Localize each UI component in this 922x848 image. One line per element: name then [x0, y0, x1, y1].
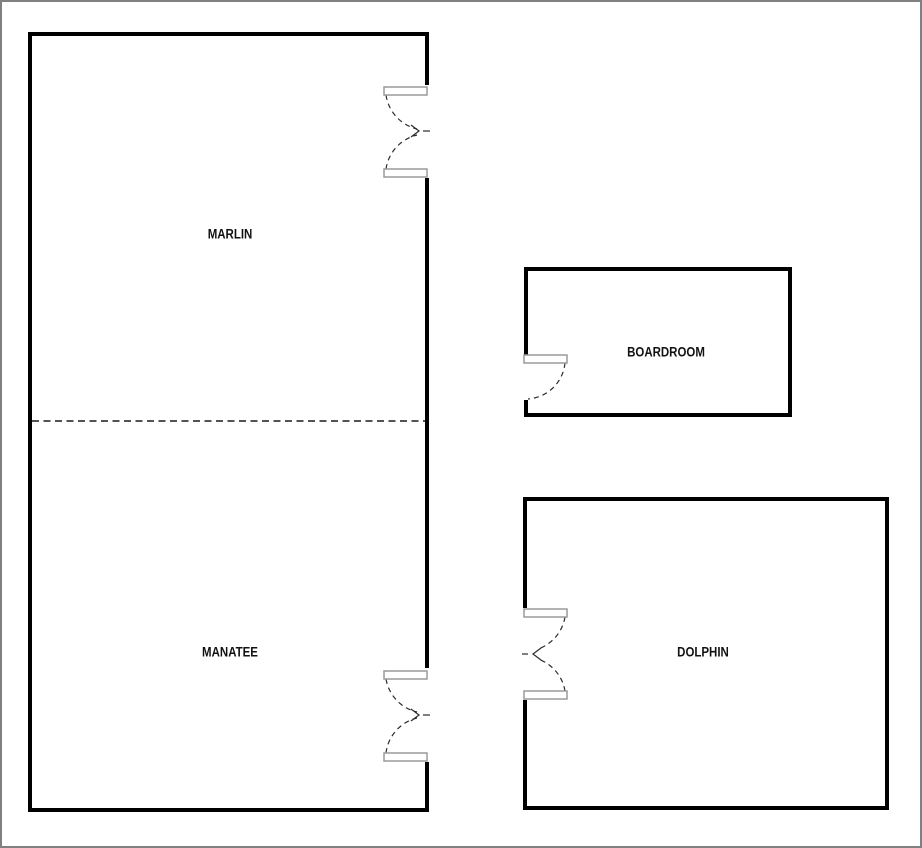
door-swing-arc	[385, 678, 418, 713]
door-leaf	[383, 752, 428, 762]
door-swing-arc	[537, 616, 566, 650]
door-swing-arc	[527, 362, 566, 400]
door-swing-arc	[385, 717, 418, 754]
door-leaf	[523, 690, 568, 700]
door-leaf	[383, 670, 428, 680]
marlin-manatee-room-walls	[28, 32, 429, 812]
door-swing-arc	[537, 658, 566, 692]
door-leaf	[383, 168, 428, 178]
swing-direction-arrow-icon	[532, 647, 542, 661]
boardroom-walls	[524, 267, 792, 417]
door-leaf	[523, 608, 568, 618]
door-swing-arc	[385, 134, 418, 170]
room-label-manatee: MANATEE	[202, 644, 258, 660]
dolphin-double-door	[522, 608, 568, 700]
marlin-double-door	[383, 86, 430, 178]
room-label-marlin: MARLIN	[207, 226, 253, 242]
boardroom-door	[523, 354, 568, 400]
swing-direction-arrow-icon	[410, 708, 420, 722]
door-swing-arc	[385, 94, 418, 130]
door-leaf	[523, 354, 568, 364]
dolphin-walls	[523, 497, 889, 810]
room-label-boardroom: BOARDROOM	[627, 344, 705, 360]
swing-direction-arrow-icon	[410, 124, 420, 138]
manatee-double-door	[383, 670, 430, 762]
room-label-dolphin: DOLPHIN	[677, 644, 729, 660]
door-leaf	[383, 86, 428, 96]
